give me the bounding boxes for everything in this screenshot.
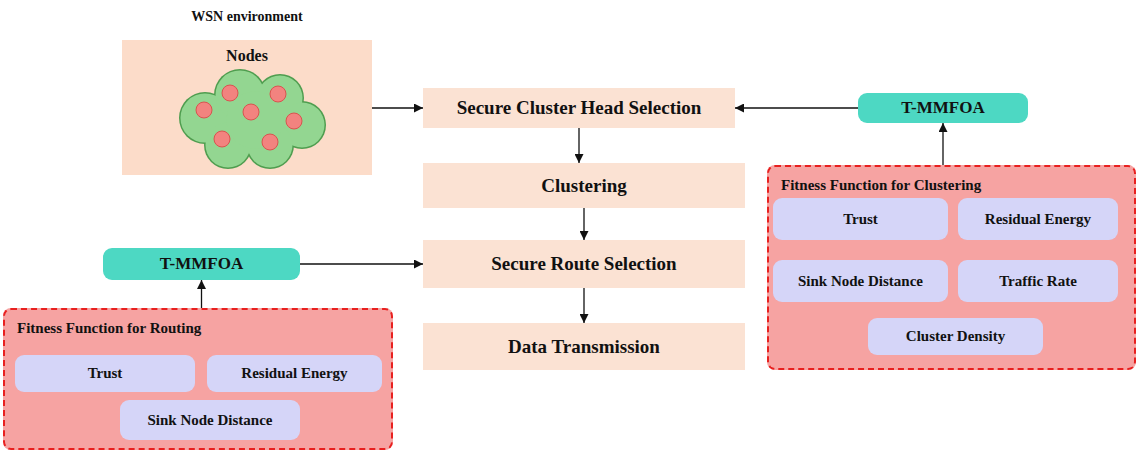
parameter-box: Residual Energy bbox=[207, 355, 382, 392]
cloud-part bbox=[214, 69, 266, 121]
fitness-group: Fitness Function for RoutingTrust Residua… bbox=[3, 308, 393, 450]
process-box: Data Transmission bbox=[423, 323, 745, 370]
arrow-connector bbox=[201, 280, 202, 308]
sensor-node bbox=[196, 102, 212, 118]
process-box: Secure Cluster Head Selection bbox=[423, 88, 735, 128]
node-label: Data Transmission bbox=[508, 336, 660, 358]
arrow-connector bbox=[942, 123, 943, 165]
sensor-dots bbox=[196, 85, 302, 150]
node-label: Clustering bbox=[541, 175, 627, 197]
cloud-outline bbox=[179, 69, 326, 169]
cloud-part bbox=[246, 121, 294, 169]
cloud-part bbox=[206, 123, 251, 168]
parameter-box: Traffic Rate bbox=[958, 260, 1118, 302]
cloud-part bbox=[216, 71, 265, 120]
node-label: Trust bbox=[88, 365, 123, 382]
arrow-connector bbox=[300, 263, 423, 264]
parameter-box: Trust bbox=[15, 355, 195, 392]
node-label: Traffic Rate bbox=[999, 273, 1077, 290]
process-box: Secure Route Selection bbox=[423, 240, 745, 288]
algorithm-box: T-MMFOA bbox=[858, 93, 1028, 123]
sensor-node bbox=[243, 104, 259, 120]
node-label: Fitness Function for Clustering bbox=[769, 167, 1134, 194]
parameter-box: Trust bbox=[773, 198, 948, 240]
environment-box: WSN environmentNodes bbox=[122, 40, 372, 175]
cloud-part bbox=[225, 90, 285, 150]
sensor-node bbox=[214, 131, 230, 147]
node-label: Secure Route Selection bbox=[491, 253, 676, 275]
algorithm-box: T-MMFOA bbox=[103, 248, 300, 280]
node-label: Trust bbox=[843, 211, 878, 228]
node-label: Secure Cluster Head Selection bbox=[457, 97, 702, 119]
node-label: Cluster Density bbox=[906, 328, 1005, 345]
process-box: Clustering bbox=[423, 163, 745, 208]
heading-text: WSN environment bbox=[102, 9, 392, 25]
node-label: Sink Node Distance bbox=[798, 273, 923, 290]
arrow-connector bbox=[583, 288, 584, 323]
node-label: T-MMFOA bbox=[160, 254, 243, 274]
node-label: Sink Node Distance bbox=[147, 412, 272, 429]
arrow-connector bbox=[735, 107, 858, 108]
cloud-part bbox=[280, 103, 325, 148]
node-label: Residual Energy bbox=[985, 211, 1091, 228]
cloud-part bbox=[227, 92, 284, 149]
parameter-box: Sink Node Distance bbox=[773, 260, 948, 302]
cloud-part bbox=[248, 123, 293, 168]
cloud-part bbox=[278, 101, 326, 149]
cloud-part bbox=[258, 76, 303, 121]
node-label: Residual Energy bbox=[241, 365, 347, 382]
parameter-box: Residual Energy bbox=[958, 198, 1118, 240]
sensor-node bbox=[270, 86, 286, 102]
node-label: Fitness Function for Routing bbox=[5, 310, 391, 337]
parameter-box: Sink Node Distance bbox=[120, 400, 300, 440]
cloud-part bbox=[181, 94, 230, 143]
fitness-group: Fitness Function for ClusteringTrust Resi… bbox=[767, 165, 1136, 370]
cloud-part bbox=[204, 121, 252, 169]
node-label: Nodes bbox=[122, 40, 372, 65]
arrow-connector bbox=[583, 208, 584, 240]
sensor-node bbox=[286, 113, 302, 129]
sensor-node bbox=[262, 134, 278, 150]
arrow-connector bbox=[372, 107, 423, 108]
sensor-node bbox=[222, 85, 238, 101]
cloud-part bbox=[179, 92, 231, 144]
cloud-part bbox=[256, 74, 304, 122]
arrow-connector bbox=[578, 128, 579, 163]
parameter-box: Cluster Density bbox=[868, 318, 1043, 355]
cloud-fill bbox=[181, 71, 325, 168]
node-label: T-MMFOA bbox=[901, 98, 984, 118]
